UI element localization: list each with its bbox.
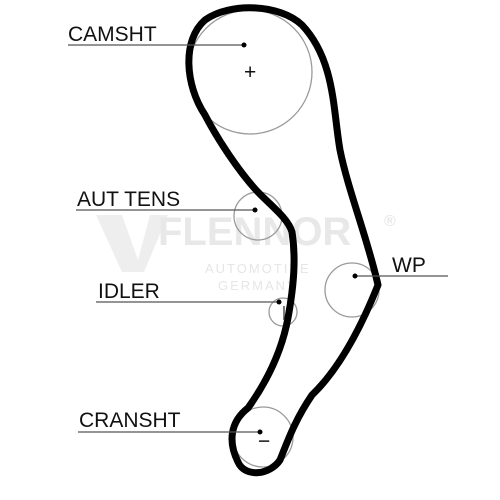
watermark-registered: ® (384, 213, 396, 230)
camshaft-marker: + (244, 61, 256, 84)
watermark: FLENNOR ® AUTOMOTIVE GERMANY (96, 210, 396, 293)
crankshaft-marker: − (258, 430, 270, 453)
watermark-line1: AUTOMOTIVE (205, 261, 311, 276)
water-pump-label: WP (392, 254, 426, 277)
watermark-line2: GERMANY (218, 278, 298, 293)
crankshaft-center-dot (257, 429, 263, 435)
auto-tensioner-center-dot (252, 207, 258, 213)
watermark-brand: FLENNOR (158, 210, 351, 254)
watermark-logo-mark (96, 215, 168, 272)
camshaft-label: CAMSHT (68, 23, 157, 46)
water-pump-center-dot (352, 273, 358, 279)
auto-tensioner-label: AUT TENS (77, 188, 180, 211)
crankshaft-label: CRANSHT (79, 409, 181, 432)
idler-center-dot (276, 299, 282, 305)
camshaft-center-dot (241, 42, 247, 48)
timing-belt (185, 4, 382, 477)
idler-label: IDLER (98, 280, 160, 303)
